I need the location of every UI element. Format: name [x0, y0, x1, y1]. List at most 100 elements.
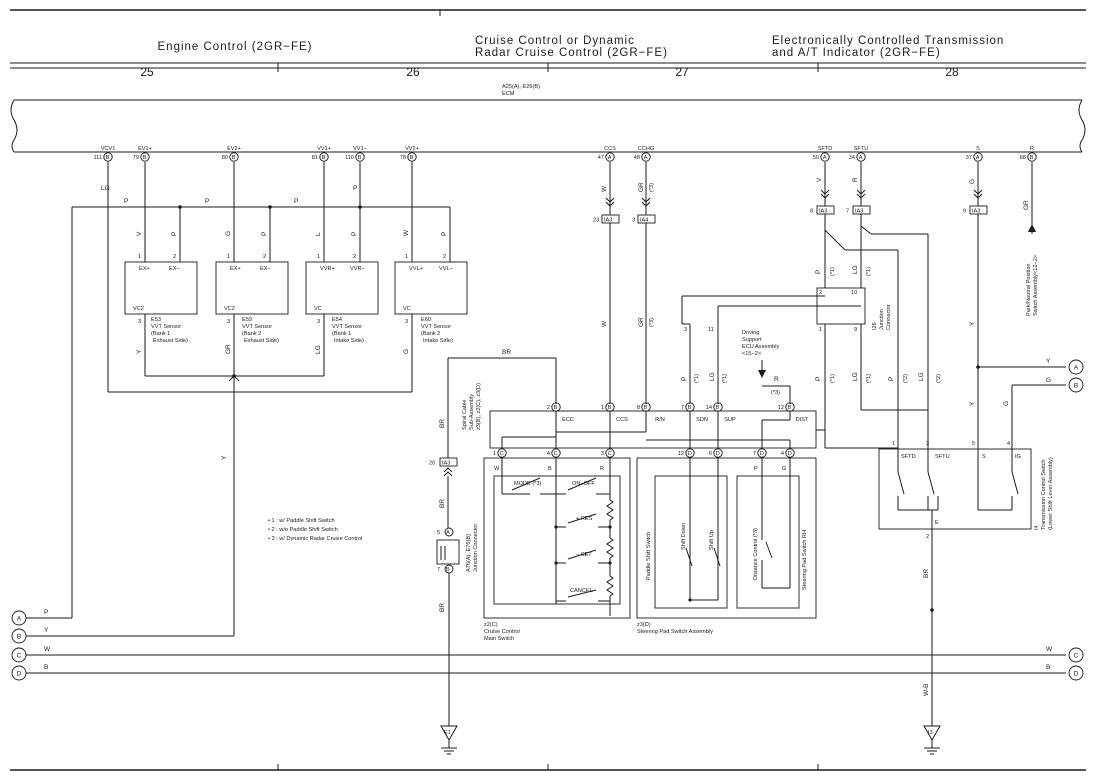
ecm-pin-7-circle — [605, 152, 615, 162]
ecm-pin-6-number: 78 — [400, 155, 406, 161]
vvt-pin-num-1: 1 — [405, 254, 408, 260]
vvt-name: VVT Sensor — [332, 324, 362, 330]
i26-p-left: P — [681, 377, 688, 381]
sftu-lower-lg: LG — [852, 372, 859, 381]
vvt-name: VVT Sensor — [151, 324, 181, 330]
bus-p-label-2: P — [205, 198, 209, 205]
ecm-pin-4-conn: B — [322, 155, 326, 161]
ecm-pin-11-label: S — [976, 146, 980, 152]
spiral-bottom-pin-1: C4 — [547, 448, 561, 458]
junction-ia-line2: Junction Connector — [473, 524, 479, 572]
driving-support-tag: (*3) — [771, 390, 780, 396]
ecm-pin-7-conn: A — [608, 155, 612, 161]
ecm-pin-3-circle — [229, 152, 239, 162]
vcv1-wire-color: LG — [101, 185, 110, 192]
ecm-pin-6-label: VV2+ — [405, 146, 419, 152]
pn-wire-gr: GR — [1023, 200, 1030, 210]
i26-tag-left: (*1) — [694, 374, 700, 383]
junction-b-letter: B — [446, 567, 450, 573]
ecm-pin-4-circle — [319, 152, 329, 162]
main-pos-cancel: CANCEL — [570, 588, 593, 594]
main-pos-res: + RES — [576, 516, 593, 522]
vvt-name: VVT Sensor — [421, 324, 451, 330]
ref-c-wire-left: W — [44, 646, 51, 653]
vvt-wire-minus: P — [351, 232, 358, 236]
trans-line1: Transmission Control Switch — [1041, 459, 1047, 530]
i26-line2: Junction — [879, 309, 885, 330]
spiral-line1: Spiral Cable — [462, 400, 468, 430]
vvt-wire-plus: G — [225, 231, 232, 236]
pad-wire-p: P — [754, 466, 758, 472]
spiral-bottom-pin-6-circle — [785, 448, 795, 458]
column-number-25: 25 — [140, 65, 154, 79]
main-switch-name2: Main Switch — [484, 636, 514, 642]
i26-pin-11: 11 — [708, 327, 714, 333]
diagram-footer — [10, 764, 1086, 771]
vvt-common: VC — [314, 306, 322, 312]
sftd-lower-p: P — [815, 377, 822, 381]
vvt-pin-num-3: 3 — [138, 319, 141, 325]
ecm-pin-8-number: 48 — [634, 155, 640, 161]
br-wire-mid: BR — [439, 499, 446, 508]
spiral-pin-ccs-number: 1 — [601, 405, 604, 411]
ecm-pin-3-number: 80 — [222, 155, 228, 161]
section-title-trans-line2: and A/T Indicator (2GR−FE) — [772, 47, 941, 59]
driving-support-ecu: Driving Support ECU Assembly <15−2> R (*… — [742, 330, 791, 404]
ecm-pin-5-circle — [355, 152, 365, 162]
steering-pad-switch: Paddle Shift Switch Shift Down Shift Up … — [636, 457, 817, 635]
trans-pin-num-4: 4 — [1007, 441, 1010, 447]
i26-pin-9: 9 — [854, 327, 857, 333]
spiral-pin-ecc: B2 — [547, 402, 561, 412]
ecm-pin-2-label: EV1+ — [138, 146, 152, 152]
driving-support-line4: <15−2> — [742, 351, 761, 357]
spiral-pin-sup: B14 — [706, 402, 723, 412]
spiral-label-2: R/N — [655, 417, 665, 423]
spiral-pin-rn-conn: B — [644, 405, 648, 411]
bus-p-label-1: P — [124, 198, 128, 205]
junction-connector-a76: A 5 B 7 A76(A), E76(B) Junction Connecto… — [436, 524, 479, 726]
ia3-sftd-label: IA3 — [819, 209, 827, 215]
right-ref-a-wire: Y — [1046, 358, 1051, 365]
vvt-wire-out: Y — [136, 349, 143, 354]
spiral-label-4: SUP — [724, 417, 736, 423]
spiral-bottom-pin-6-number: 4 — [781, 451, 784, 457]
driving-support-line2: Support — [742, 337, 762, 343]
ia3-ecc-label: IA3 — [442, 461, 450, 467]
i26-lg-left: LG — [709, 372, 716, 381]
ecm-pin-9-number: 50 — [813, 155, 819, 161]
ecm-name: ECM — [502, 91, 515, 97]
trans-pin-s: S — [982, 454, 986, 460]
ecc-wire-br: BR — [502, 349, 511, 356]
ref-d-wire-left: B — [44, 664, 48, 671]
i26-pin-1: 1 — [819, 327, 822, 333]
spiral-bottom-pin-4-conn: D — [716, 451, 720, 457]
main-wire-r: R — [600, 466, 604, 472]
spiral-line3: z3(B), z2(C), z3(D) — [476, 383, 482, 430]
ecm-pin-1-label: VCV1 — [101, 146, 116, 152]
ref-marker-circle-7 — [1068, 377, 1084, 393]
ecm-pin-2-number: 79 — [133, 155, 139, 161]
section-title-cruise-line1: Cruise Control or Dynamic — [475, 35, 635, 47]
vvt-pin-num-1: 1 — [227, 254, 230, 260]
spiral-bottom-pin-0-conn: C — [500, 451, 504, 457]
vvt-sensor-box — [124, 261, 198, 315]
ia3-ecc-pin: 20 — [429, 461, 435, 467]
trans-pin-sftd: SFTD — [901, 454, 916, 460]
ecm-pin-9-conn: A — [823, 155, 827, 161]
trans-pin-ig: IG — [1015, 454, 1021, 460]
spiral-pin-dist-number: 12 — [778, 405, 784, 411]
vvt-wire-minus: P — [261, 232, 268, 236]
vvt-pin-num-2: 2 — [173, 254, 176, 260]
spiral-pin-sup-conn: B — [716, 405, 720, 411]
sftd-lower-tag: (*1) — [830, 374, 836, 383]
trans-pin-sftu: SFTU — [935, 454, 950, 460]
spiral-pin-rn-number: 8 — [637, 405, 640, 411]
vvt-side: Exhaust Side) — [153, 338, 188, 344]
vvt-sensor-box — [394, 261, 468, 315]
